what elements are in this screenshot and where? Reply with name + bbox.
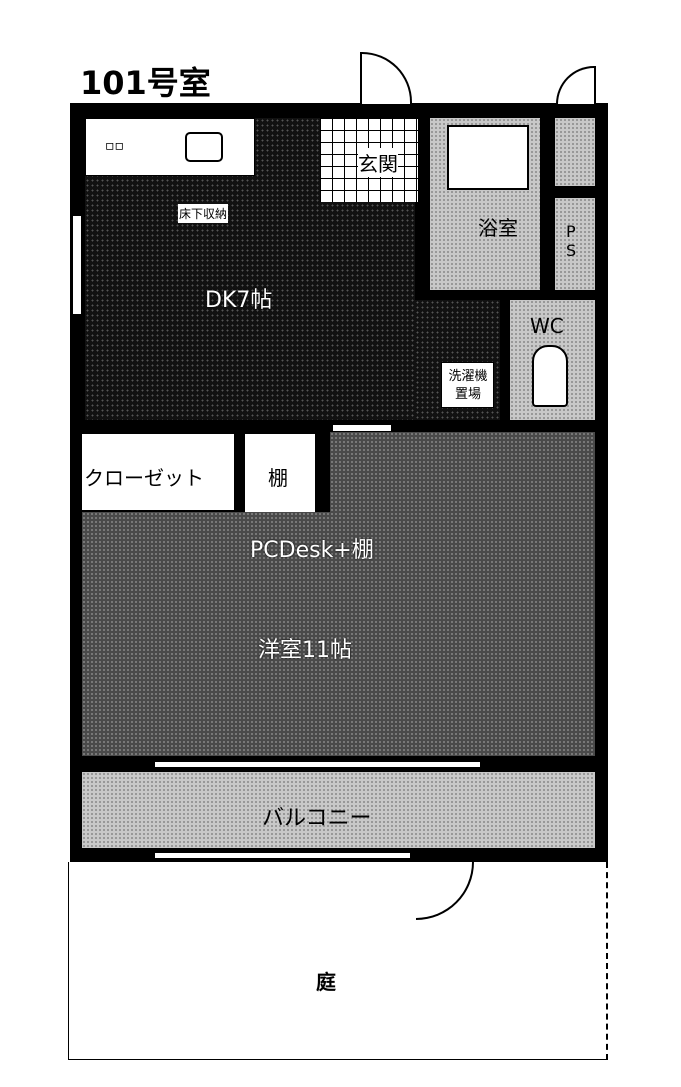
laundry-area xyxy=(441,362,494,408)
unit-title: 101号室 xyxy=(80,64,211,102)
entrance-label: 玄関 xyxy=(358,148,398,177)
closet xyxy=(82,434,234,512)
garden-label: 庭 xyxy=(316,970,336,994)
storage-box xyxy=(555,118,595,186)
balcony-window xyxy=(155,761,480,768)
entrance xyxy=(320,118,418,202)
ps-label: PS xyxy=(566,222,577,260)
western-room-label: 洋室11帖 xyxy=(258,638,352,663)
balcony xyxy=(82,772,595,848)
kitchen-counter xyxy=(85,118,255,176)
shelf xyxy=(245,434,315,512)
dk-window xyxy=(72,215,82,315)
closet-label: クローゼット xyxy=(84,466,204,490)
underfloor-storage-label: 床下収納 xyxy=(178,204,229,223)
stove-icon: ▫▫ xyxy=(105,138,124,154)
balcony-label: バルコニー xyxy=(262,806,372,831)
bath-label: 浴室 xyxy=(478,216,518,240)
shelf-label: 棚 xyxy=(268,466,288,490)
western-room-door xyxy=(333,424,391,432)
side-door xyxy=(556,66,596,104)
garden xyxy=(68,862,608,1060)
wc-label: WC xyxy=(530,314,564,338)
western-room-upper xyxy=(330,432,595,514)
sink-icon xyxy=(185,132,223,162)
garden-opening xyxy=(155,852,410,859)
bathtub xyxy=(447,125,529,190)
entrance-door xyxy=(360,52,412,104)
pcdesk-label: PCDesk+棚 xyxy=(250,538,374,563)
western-room xyxy=(82,512,595,756)
dk-label: DK7帖 xyxy=(205,288,273,313)
toilet-icon xyxy=(532,345,568,407)
laundry-label: 洗濯機置場 xyxy=(448,369,488,402)
ps-room xyxy=(555,198,595,290)
